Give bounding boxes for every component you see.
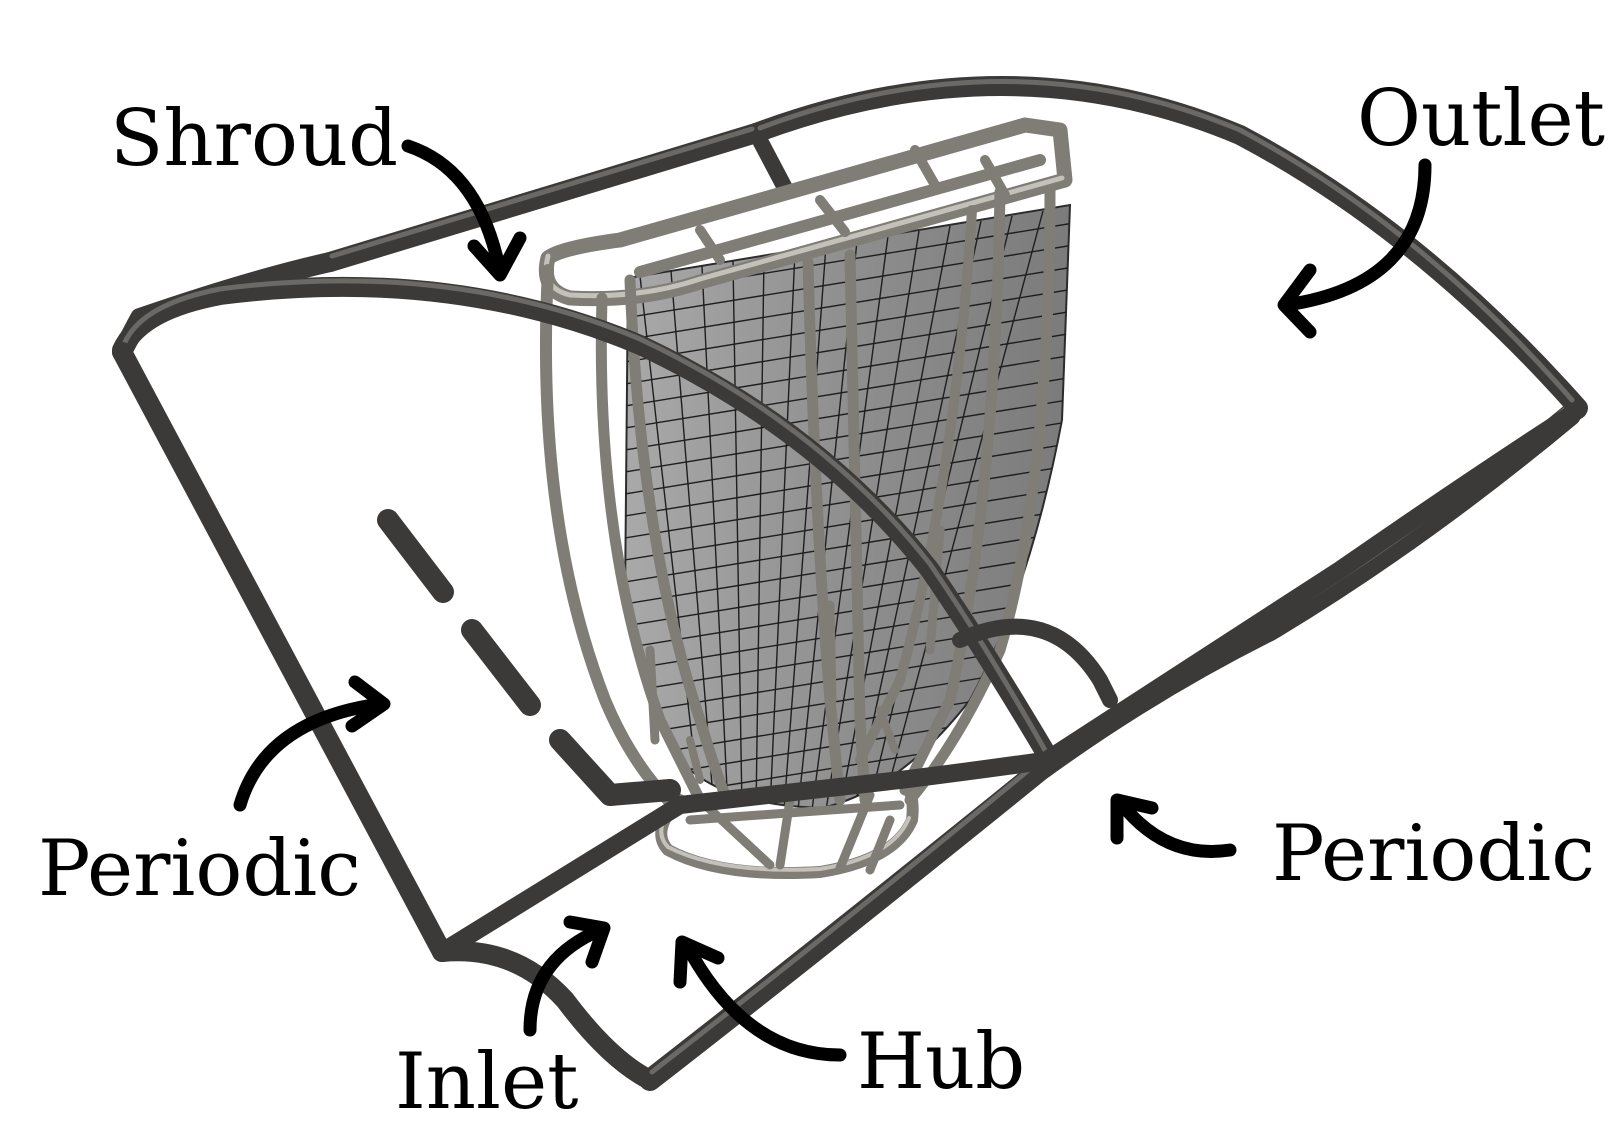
label-periodic-right: Periodic [1272,809,1595,899]
label-shroud: Shroud [110,94,398,184]
mesh-line-horizontal [625,353,1070,433]
mesh-line-spanwise [769,250,796,808]
mesh-line-horizontal [625,507,1070,587]
mesh-line-spanwise [811,235,889,808]
mesh-line-spanwise [825,230,920,808]
mesh-line-horizontal [625,463,1070,543]
arrow-periodic-left [233,675,391,812]
frame-back [112,76,1588,418]
label-hub: Hub [857,1017,1025,1107]
arrow-shroud [401,139,527,282]
blade-block-tubes [538,117,1073,880]
label-inlet: Inlet [395,1037,579,1127]
mesh-line-horizontal [625,397,1070,477]
label-outlet: Outlet [1357,74,1605,164]
mesh-line-horizontal [625,529,1070,609]
mesh-line-spanwise [783,245,827,808]
frame-front [112,276,1587,1091]
mesh-line-horizontal [625,419,1070,499]
mesh-line-horizontal [625,485,1070,565]
arrow-outlet [1277,158,1432,339]
labels: Shroud Outlet Periodic Periodic Inlet Hu… [38,74,1605,1127]
mesh-line-spanwise [755,255,765,808]
arrow-inlet [523,915,611,1037]
mesh-line-spanwise [701,265,729,808]
arrow-periodic-right [1110,793,1237,858]
label-periodic-left: Periodic [38,824,361,914]
arrow-hub [673,935,847,1062]
mesh-line-spanwise [881,210,1044,808]
mesh-line-spanwise [639,275,701,808]
mesh-line-horizontal [625,551,1070,631]
annotation-arrows [233,139,1432,1062]
mesh-line-spanwise [732,260,743,808]
mesh-line-horizontal [625,375,1070,455]
